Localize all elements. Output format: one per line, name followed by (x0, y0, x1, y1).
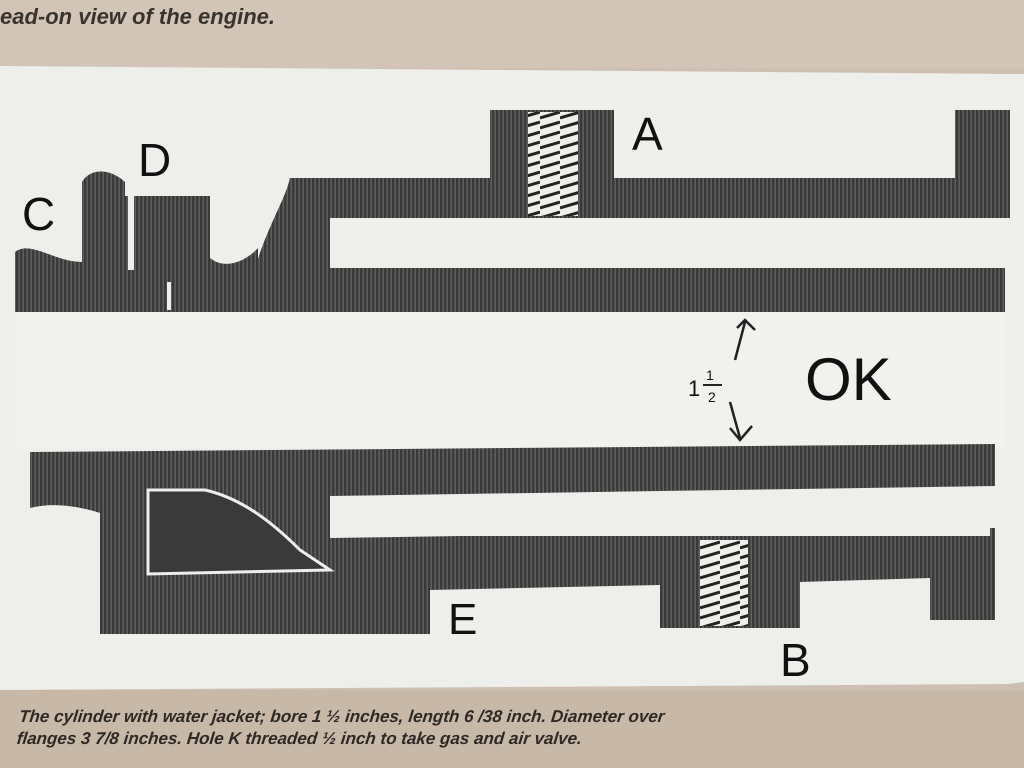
label-a: A (632, 108, 663, 160)
bottom-caption: The cylinder with water jacket; bore 1 ½… (16, 706, 1001, 750)
bottom-caption-line-2: flanges 3 7/8 inches. Hole K threaded ½ … (15, 729, 583, 748)
cylinder-bore (15, 312, 1005, 448)
label-e: E (448, 595, 477, 644)
d-slot (128, 196, 134, 270)
annotation-numerator: 1 (706, 367, 714, 383)
annotation-whole: 1 (688, 376, 700, 401)
dimension-arrow-up (733, 318, 756, 361)
upper-jacket-wall (255, 110, 1010, 268)
label-c: C (22, 188, 55, 240)
bottom-caption-line-1: The cylinder with water jacket; bore 1 ½… (18, 707, 666, 726)
label-d: D (138, 134, 171, 186)
hole-b-thread (700, 540, 748, 626)
label-ok: OK (805, 346, 892, 413)
bore-dimension-annotation: 1 1 2 (688, 318, 756, 442)
annotation-denominator: 2 (708, 389, 716, 405)
lower-jacket-space (148, 490, 330, 574)
top-caption: ead-on view of the engine. (0, 4, 276, 29)
lower-jacket-channel (330, 496, 990, 536)
upper-flange (15, 171, 1005, 312)
lower-jacket-wall (100, 488, 995, 634)
top-band (0, 0, 1024, 68)
dimension-arrow-down (728, 401, 753, 442)
lower-jacket-cavity-outline (146, 488, 335, 576)
label-b: B (780, 634, 811, 686)
upper-jacket-space (330, 218, 1010, 266)
hole-a-thread (528, 112, 578, 216)
bottom-band (0, 690, 1024, 768)
flange-gap (167, 282, 171, 310)
